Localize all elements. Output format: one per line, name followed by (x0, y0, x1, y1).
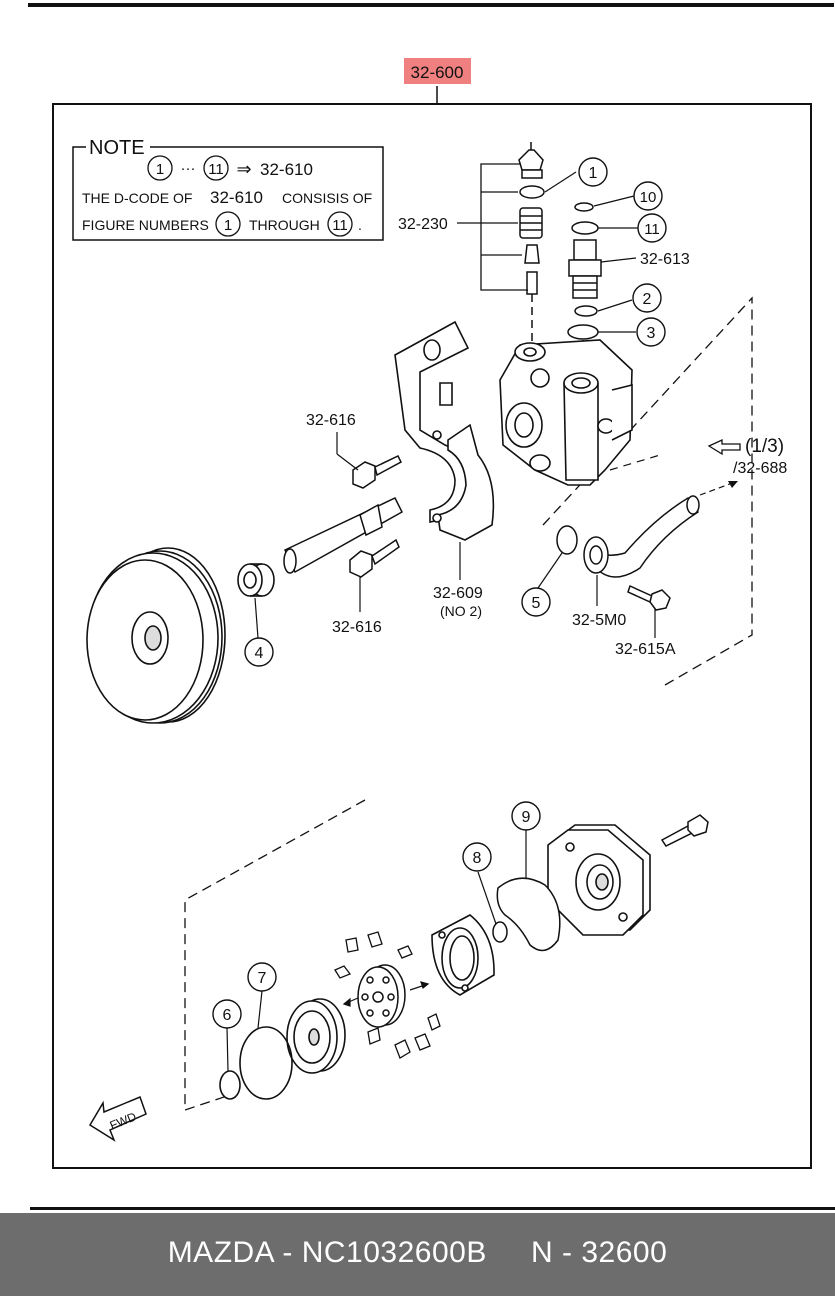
note-range-sep: ··· (181, 160, 196, 177)
callout-10[interactable]: 10 (593, 181, 663, 211)
bolt-32-616-lower (349, 538, 400, 578)
o-ring-7 (239, 1026, 293, 1100)
footer-part-number: NC1032600B (301, 1236, 487, 1269)
bracket-32-609 (394, 320, 495, 541)
svg-text:4: 4 (255, 645, 264, 662)
rotor (357, 964, 406, 1028)
svg-text:10: 10 (640, 189, 657, 206)
note-target-code[interactable]: 32-610 (260, 160, 313, 179)
label-ref-code[interactable]: /32-688 (733, 460, 787, 477)
svg-text:7: 7 (258, 970, 267, 987)
note-line3-mid: THROUGH (249, 217, 320, 233)
label-32-616-lower[interactable]: 32-616 (332, 619, 382, 636)
footer-code-label: N - 32600 (531, 1236, 668, 1269)
o-ring-5 (556, 525, 578, 555)
label-32-613[interactable]: 32-613 (640, 251, 690, 268)
diagram-frame (52, 103, 812, 1169)
callout-4[interactable]: 4 (244, 597, 274, 667)
pump-body (499, 339, 633, 486)
svg-text:11: 11 (644, 221, 660, 238)
shaft (283, 497, 403, 574)
bottom-border (30, 1207, 835, 1210)
dashed-enclosure-right (542, 296, 753, 686)
reference-page-arrow-icon (707, 438, 741, 456)
bolt-rear-cover (660, 814, 709, 847)
bearing (237, 563, 275, 597)
label-32-230[interactable]: 32-230 (398, 216, 448, 233)
label-32-615a[interactable]: 32-615A (615, 641, 676, 658)
callout-1[interactable]: 1 (544, 157, 608, 193)
callout-6[interactable]: 6 (212, 999, 242, 1072)
dashed-enclosure-lower (184, 799, 366, 1111)
note-line2-code[interactable]: 32-610 (210, 188, 263, 207)
vanes (334, 931, 441, 1059)
callout-7[interactable]: 7 (247, 962, 277, 1029)
front-plate (286, 998, 346, 1074)
note-arrow: ⇒ (236, 159, 251, 179)
o-ring-8 (492, 921, 508, 943)
cam-ring (431, 914, 495, 996)
callout-9[interactable]: 9 (511, 801, 541, 878)
label-32-616-upper[interactable]: 32-616 (306, 412, 356, 429)
footer-sep: - (273, 1236, 302, 1269)
note-line3-to: 11 (332, 217, 348, 234)
note-range-to: 11 (208, 161, 224, 178)
callout-5[interactable]: 5 (521, 552, 563, 617)
main-part-highlight (404, 58, 471, 84)
oil-pipe (583, 495, 700, 578)
label-no2: (NO 2) (440, 603, 482, 619)
label-32-5m0[interactable]: 32-5M0 (572, 612, 626, 629)
note-line3-a: FIGURE NUMBERS (82, 217, 209, 233)
callout-11[interactable]: 11 (598, 213, 667, 243)
svg-text:3: 3 (647, 325, 656, 342)
main-part-code[interactable]: 32-600 (411, 63, 464, 82)
top-border (28, 3, 834, 7)
callout-8[interactable]: 8 (462, 842, 497, 925)
note-line2-a: THE D-CODE OF (82, 190, 192, 206)
footer-bar (0, 1213, 835, 1296)
svg-text:1: 1 (589, 165, 598, 182)
label-32-609[interactable]: 32-609 (433, 585, 483, 602)
svg-text:6: 6 (223, 1007, 232, 1024)
label-ref-page[interactable]: (1/3) (745, 436, 784, 457)
callout-3[interactable]: 3 (598, 317, 666, 347)
svg-text:8: 8 (473, 850, 482, 867)
rear-cover (547, 824, 651, 936)
gasket-9 (496, 877, 561, 952)
note-box: NOTE 1 ··· 11 ⇒ 32-610 THE D-CODE OF 32-… (72, 137, 384, 241)
note-title: NOTE (89, 137, 145, 159)
flow-control-valve-stack (518, 142, 545, 345)
note-range-from: 1 (156, 161, 164, 178)
footer-caption: MAZDA - NC1032600B N - 32600 (0, 1236, 835, 1270)
callout-2[interactable]: 2 (597, 283, 662, 313)
o-ring-6 (219, 1070, 241, 1100)
note-line3-from: 1 (224, 217, 232, 234)
bolt-32-615a (627, 584, 671, 611)
pulley (86, 547, 226, 724)
note-line2-b: CONSISIS OF (282, 190, 372, 206)
svg-text:9: 9 (522, 809, 531, 826)
footer-brand: MAZDA (167, 1236, 274, 1269)
bolt-32-616-upper (352, 455, 402, 489)
fwd-arrow-icon: FWD (88, 1096, 147, 1142)
svg-text:2: 2 (643, 291, 652, 308)
note-line3-end: . (358, 217, 362, 233)
svg-text:5: 5 (532, 595, 541, 612)
leader-32-230 (457, 163, 528, 291)
